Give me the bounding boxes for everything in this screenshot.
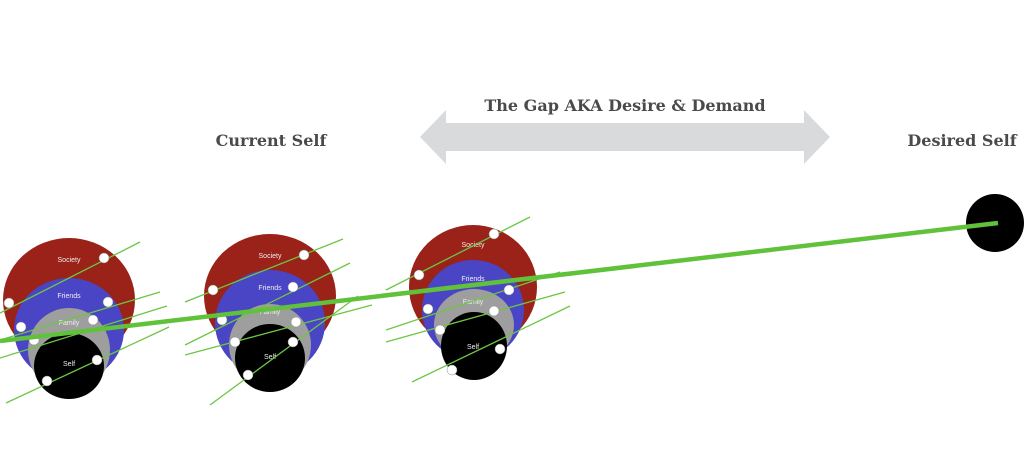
family-label: Family <box>59 320 80 327</box>
self-label: Self <box>63 361 75 368</box>
friends-label: Friends <box>258 285 282 292</box>
self-label: Self <box>264 354 276 361</box>
family-label: Family <box>463 299 484 306</box>
desired-self-title: Desired Self <box>907 131 1017 150</box>
circle-group-2: Society Friends Family Self <box>184 234 373 406</box>
society-label: Society <box>259 253 282 260</box>
friends-label: Friends <box>57 293 81 300</box>
self-label: Self <box>467 344 479 351</box>
circle-group-3: Society Friends Family Self <box>385 216 571 383</box>
self-circle <box>441 312 507 380</box>
family-label: Family <box>260 309 281 316</box>
double-arrow <box>420 110 830 164</box>
trajectory-line <box>0 220 999 344</box>
gap-title: The Gap AKA Desire & Demand <box>484 96 765 115</box>
circle-group-1: Society Friends Family Self <box>0 238 170 404</box>
society-label: Society <box>58 257 81 264</box>
friends-label: Friends <box>461 276 485 283</box>
current-self-title: Current Self <box>216 131 328 150</box>
